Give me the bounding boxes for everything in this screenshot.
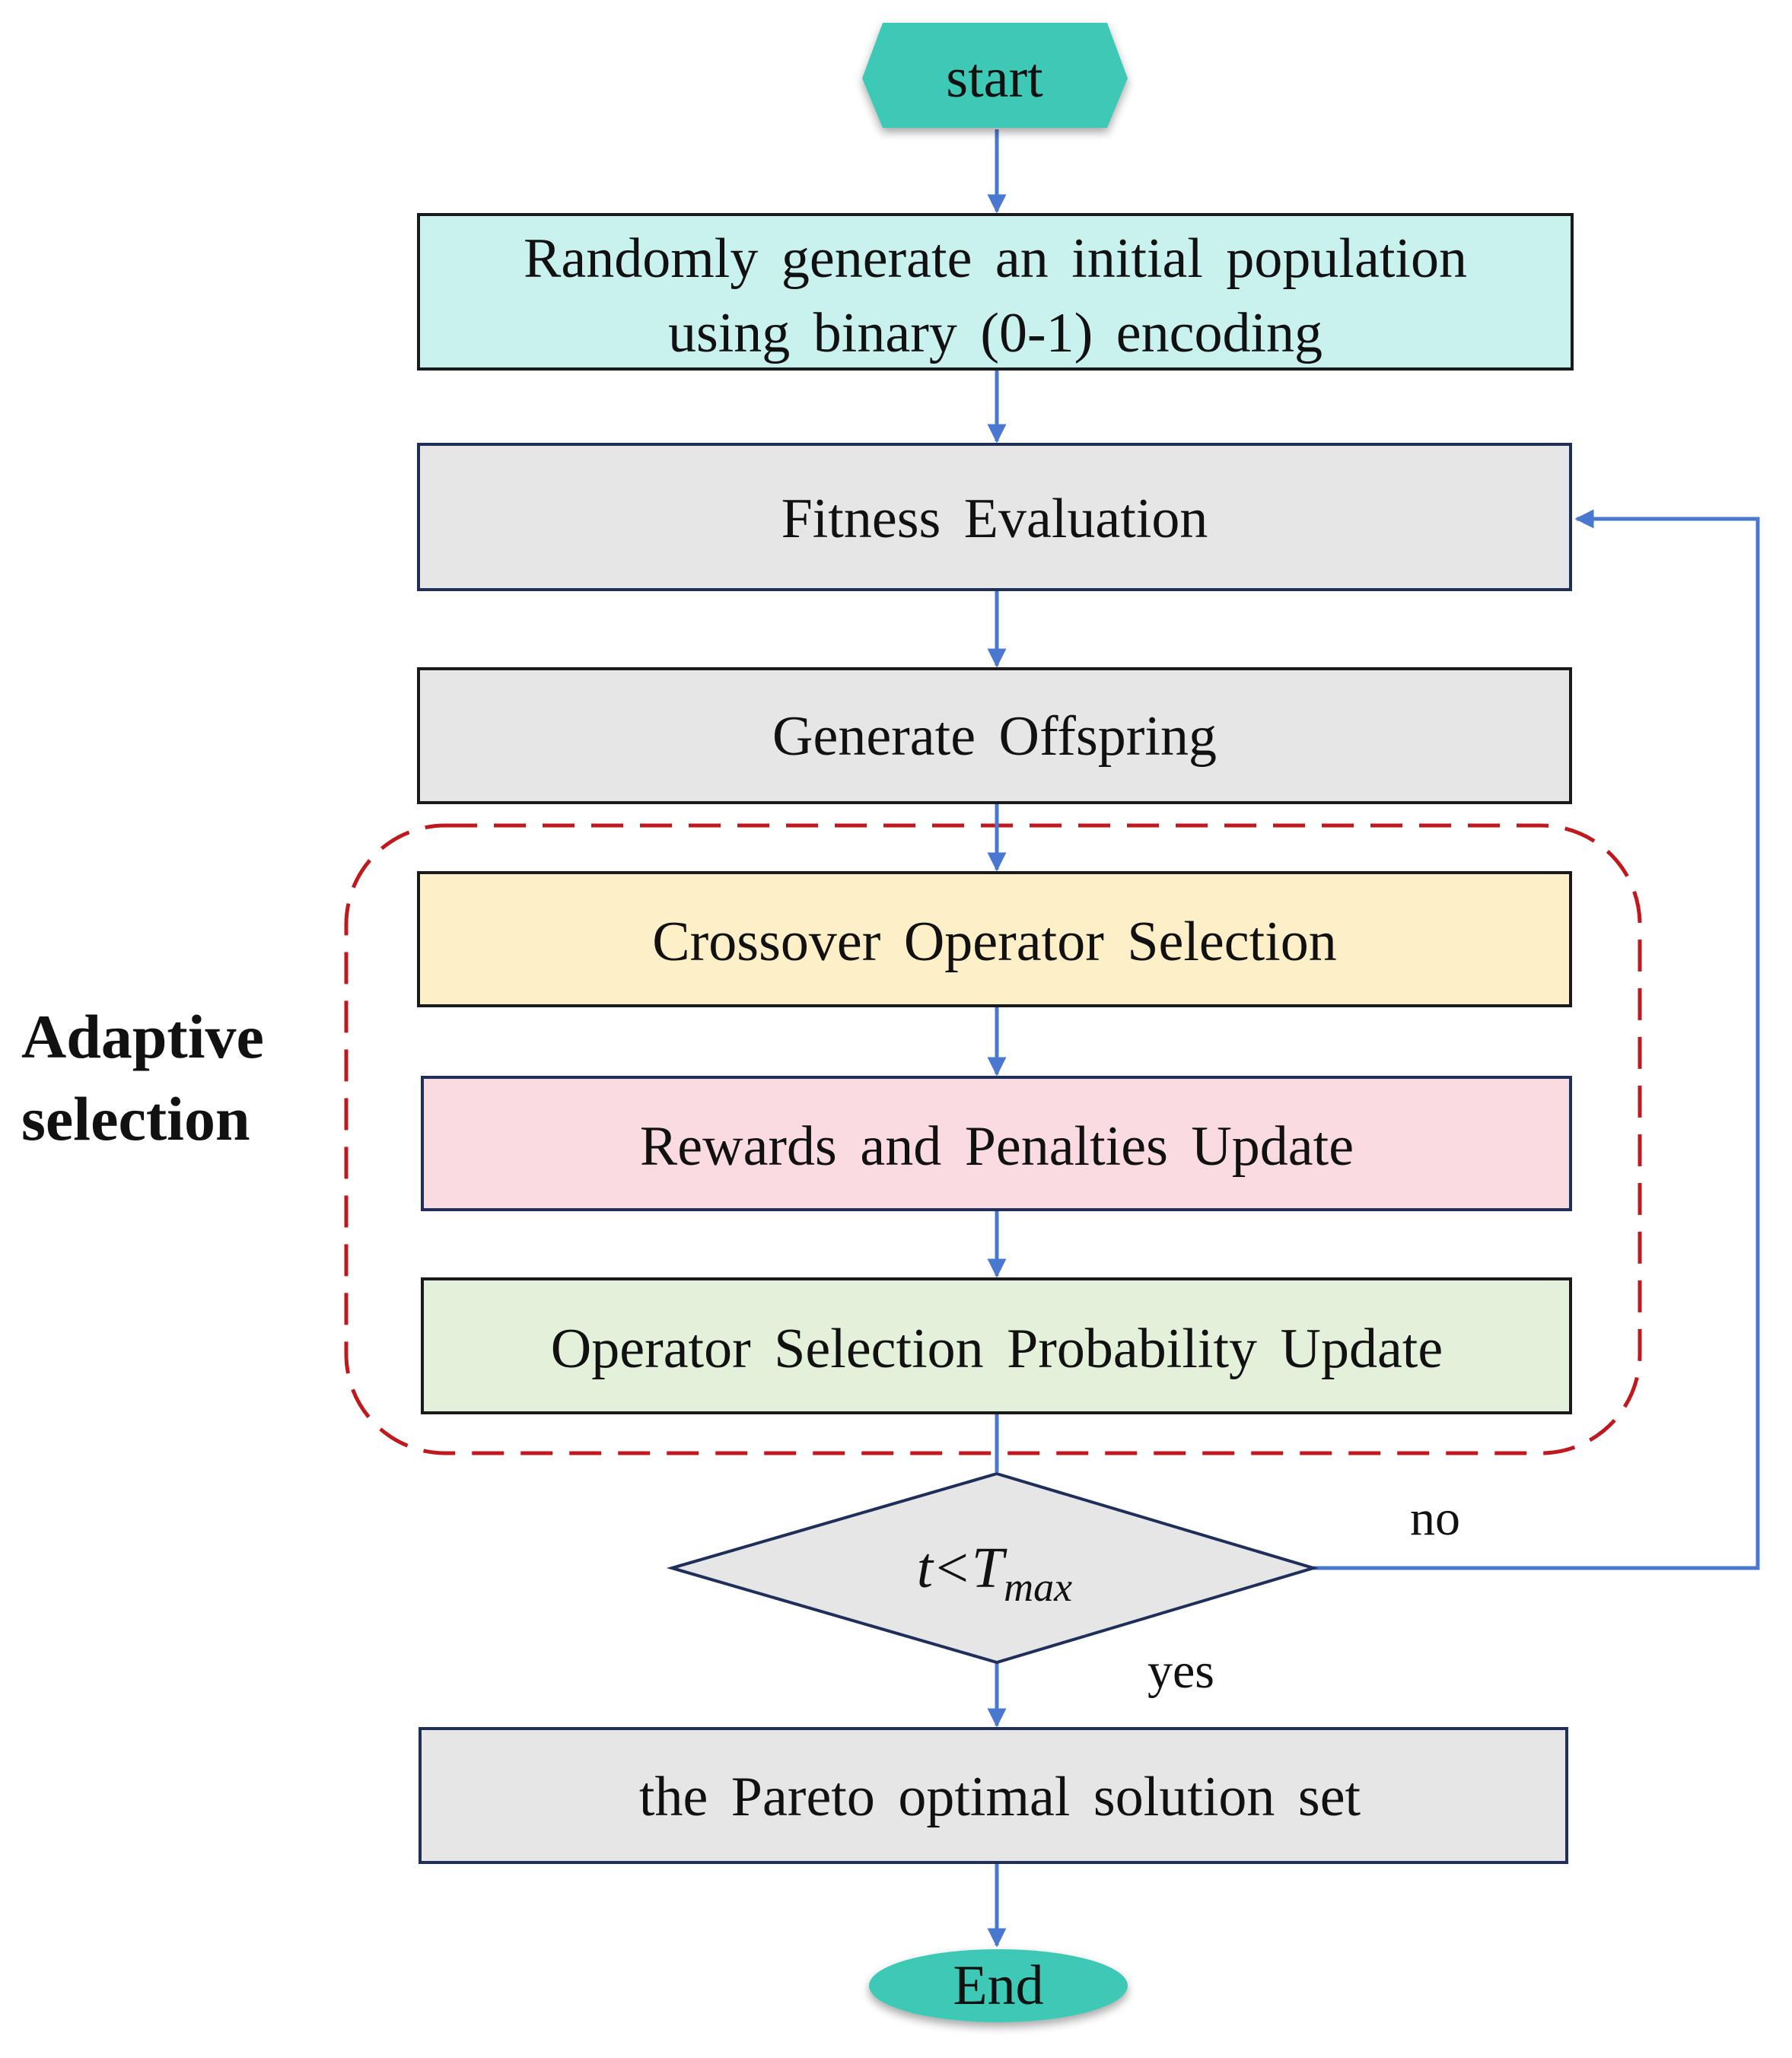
condition-diamond xyxy=(666,1471,1319,1665)
rewards-penalties-label: Rewards and Penalties Update xyxy=(640,1115,1354,1178)
init-population-label-line2: using binary (0-1) encoding xyxy=(668,302,1323,364)
flow-arrows xyxy=(987,129,1760,1948)
init-population-box xyxy=(417,213,1574,371)
end-terminal xyxy=(869,1949,1128,2022)
end-label: End xyxy=(953,1955,1043,2017)
pareto-set-label: the Pareto optimal solution set xyxy=(639,1766,1361,1828)
fitness-evaluation-box xyxy=(417,443,1572,591)
adaptive-selection-group xyxy=(344,823,1642,1455)
probability-update-label: Operator Selection Probability Update xyxy=(551,1318,1443,1380)
fitness-evaluation-label: Fitness Evaluation xyxy=(781,488,1208,550)
probability-update-box xyxy=(421,1277,1572,1414)
generate-offspring-box xyxy=(417,667,1572,804)
start-label: start xyxy=(946,47,1043,110)
condition-label: t<Tmax xyxy=(917,1536,1072,1610)
start-terminal xyxy=(862,23,1128,128)
arrow-no-loop-to-fitness xyxy=(1313,509,1760,1570)
rewards-penalties-box xyxy=(421,1076,1572,1211)
crossover-selection-label: Crossover Operator Selection xyxy=(652,911,1336,973)
crossover-selection-box xyxy=(417,871,1572,1007)
generate-offspring-label: Generate Offspring xyxy=(772,705,1217,768)
init-population-label: Randomly generate an initial population xyxy=(524,227,1467,290)
adaptive-selection-label-line2: selection xyxy=(21,1084,250,1153)
adaptive-selection-label: Adaptive xyxy=(21,1002,264,1071)
no-edge-label: no xyxy=(1410,1490,1460,1546)
pareto-set-box xyxy=(419,1727,1568,1864)
yes-edge-label: yes xyxy=(1147,1643,1214,1699)
